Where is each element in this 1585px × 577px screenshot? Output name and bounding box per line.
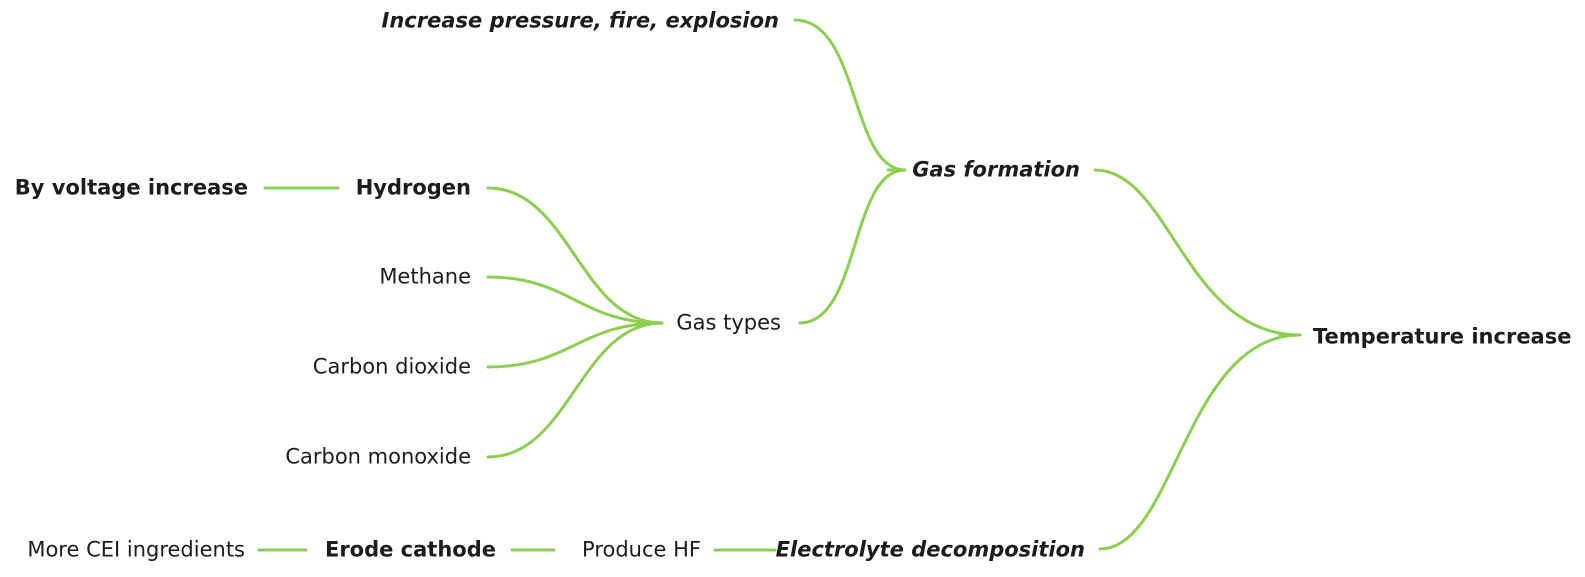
node-gas-types[interactable]: Gas types: [676, 310, 781, 335]
link-carbon-monoxide: [486, 321, 664, 459]
link-carbon-dioxide: [486, 321, 664, 369]
node-methane[interactable]: Methane: [379, 264, 471, 289]
link-gas-types: [798, 168, 907, 325]
node-carbon-monoxide[interactable]: Carbon monoxide: [285, 444, 471, 469]
node-increase-pressure[interactable]: Increase pressure, fire, explosion: [381, 8, 779, 33]
link-gas-formation: [1093, 168, 1301, 337]
node-temperature-increase[interactable]: Temperature increase: [1313, 324, 1572, 349]
node-more-cei-ingredients[interactable]: More CEI ingredients: [27, 537, 245, 562]
node-carbon-dioxide[interactable]: Carbon dioxide: [312, 354, 471, 379]
link-methane: [486, 275, 664, 325]
node-by-voltage-increase[interactable]: By voltage increase: [14, 175, 248, 200]
node-electrolyte-decomposition[interactable]: Electrolyte decomposition: [775, 537, 1085, 562]
link-hydrogen: [486, 186, 663, 325]
link-electrolyte: [1098, 333, 1302, 551]
node-gas-formation[interactable]: Gas formation: [912, 157, 1080, 182]
node-erode-cathode[interactable]: Erode cathode: [324, 537, 496, 562]
node-hydrogen[interactable]: Hydrogen: [355, 175, 471, 200]
link-pressure: [793, 18, 906, 172]
node-produce-hf[interactable]: Produce HF: [582, 537, 701, 562]
